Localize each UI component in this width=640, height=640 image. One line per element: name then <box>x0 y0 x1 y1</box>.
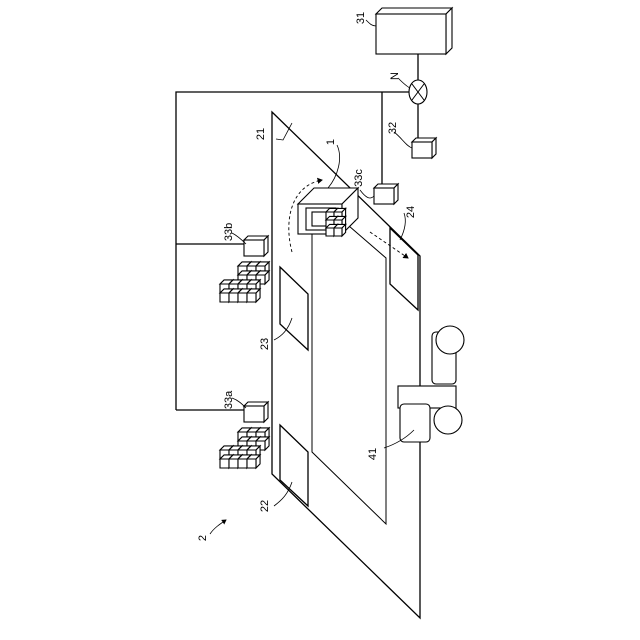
leader-31 <box>366 20 376 26</box>
label-server: 31 <box>355 12 367 24</box>
leader-fig <box>210 520 226 534</box>
area-22 <box>280 425 308 506</box>
leader-21 <box>276 123 292 140</box>
label-camera-33a: 33a <box>223 390 235 409</box>
label-network: N <box>389 72 401 80</box>
camera-33c <box>374 184 398 204</box>
leader-23 <box>274 318 292 340</box>
network-node <box>409 80 427 104</box>
label-fig: 2 <box>197 535 209 541</box>
vehicle-41 <box>398 326 464 442</box>
label-floor: 21 <box>255 128 267 140</box>
leader-33c <box>360 190 374 198</box>
leader-1 <box>328 145 340 188</box>
label-area-24: 24 <box>405 206 417 218</box>
cube-stack-near-23 <box>220 262 269 302</box>
label-area-23: 23 <box>259 338 271 350</box>
camera-33a <box>244 402 268 422</box>
label-area-22: 22 <box>259 500 271 512</box>
server-31 <box>376 8 452 54</box>
travel-path <box>312 194 386 524</box>
label-vehicle: 41 <box>367 448 379 460</box>
device-32 <box>412 138 436 158</box>
cube-stack-near-22 <box>220 428 269 468</box>
camera-33b <box>244 236 268 256</box>
label-device-32: 32 <box>387 122 399 134</box>
label-camera-33c: 33c <box>353 169 365 187</box>
label-robot: 1 <box>325 139 337 145</box>
cube-stack-on-robot <box>326 208 346 236</box>
label-camera-33b: 33b <box>223 223 235 241</box>
area-23 <box>280 267 308 350</box>
